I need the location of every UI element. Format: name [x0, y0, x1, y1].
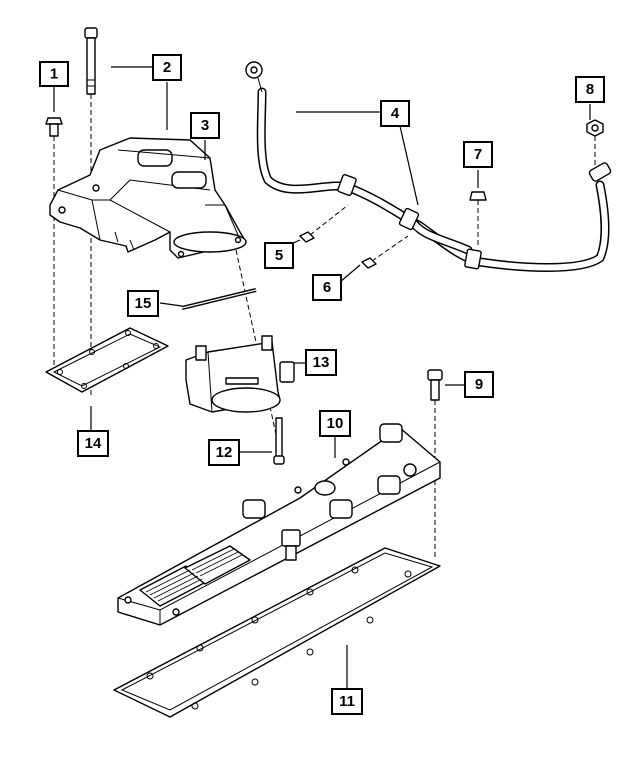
- leader-lines: [53, 66, 591, 688]
- callout-8-label: 8: [586, 81, 594, 98]
- callout-1: 1: [39, 61, 69, 87]
- callout-15: 15: [127, 290, 159, 317]
- callout-8: 8: [575, 76, 605, 103]
- callout-15-label: 15: [135, 295, 152, 312]
- part-intake-cover-10: [117, 423, 441, 626]
- callout-14: 14: [77, 430, 109, 457]
- callout-11-label: 11: [339, 693, 355, 710]
- callout-13: 13: [305, 349, 337, 376]
- callout-5-label: 5: [275, 247, 283, 264]
- callout-1-label: 1: [50, 66, 58, 83]
- part-wiring-harness-4: [245, 61, 612, 272]
- callout-5: 5: [264, 242, 294, 269]
- callout-6-label: 6: [323, 279, 331, 296]
- callout-4: 4: [380, 100, 410, 127]
- callout-11: 11: [331, 688, 363, 715]
- part-nut-7: [469, 191, 487, 248]
- callout-9-label: 9: [475, 376, 483, 393]
- callout-2: 2: [152, 54, 182, 81]
- callout-10-label: 10: [327, 415, 344, 432]
- part-throttle-body-13: [185, 335, 295, 413]
- callout-7: 7: [463, 141, 493, 168]
- part-gasket-11: [113, 547, 441, 718]
- part-nut-8: [586, 119, 604, 168]
- callout-12: 12: [208, 439, 240, 466]
- callout-3: 3: [190, 112, 220, 139]
- callout-7-label: 7: [474, 146, 482, 163]
- callout-2-label: 2: [163, 59, 171, 76]
- part-oring-15: [181, 288, 257, 310]
- callout-14-label: 14: [85, 435, 102, 452]
- callout-12-label: 12: [216, 444, 233, 461]
- part-nut-5: [299, 204, 349, 243]
- part-gasket-14: [45, 327, 169, 393]
- callout-4-label: 4: [391, 105, 400, 122]
- part-intake-elbow-3: [49, 137, 247, 259]
- part-nut-6: [361, 235, 409, 269]
- callout-3-label: 3: [201, 117, 209, 134]
- part-bolt-12: [273, 417, 285, 465]
- callout-9: 9: [464, 371, 494, 398]
- callout-10: 10: [319, 410, 351, 437]
- part-bolt-1: [45, 117, 63, 375]
- part-long-bolt-2: [84, 27, 98, 395]
- callout-6: 6: [312, 274, 342, 301]
- callout-13-label: 13: [313, 354, 330, 371]
